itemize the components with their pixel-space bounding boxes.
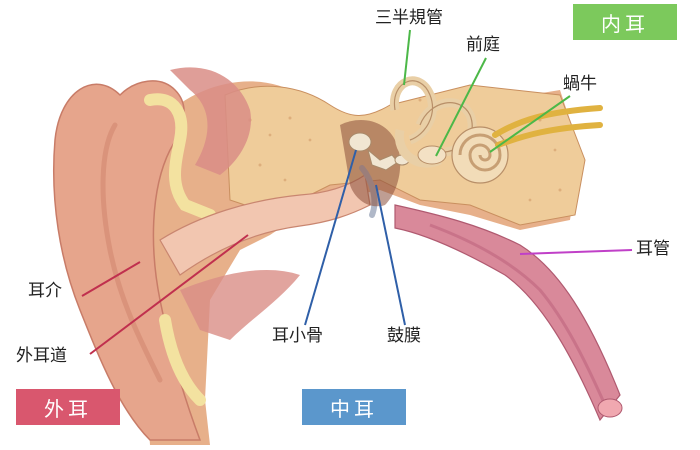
label-ossicles: 耳小骨 [272, 326, 323, 346]
eustachian-tube-shape [394, 204, 621, 422]
muscle-tissue-lower [180, 270, 300, 340]
leader-vestibule [435, 57, 487, 157]
leader-ossicles [304, 149, 357, 326]
label-cochlea: 蝸牛 [563, 74, 597, 94]
label-eustachian-tube: 耳管 [636, 239, 670, 259]
cartilage [144, 93, 216, 221]
label-semicircular-canals: 三半規管 [375, 8, 443, 28]
leader-auricle [81, 261, 141, 297]
leader-semicircular [403, 29, 411, 86]
leader-cochlea [489, 95, 571, 153]
muscle-tissue [170, 67, 251, 175]
middle-ear-badge: 中耳 [302, 389, 406, 425]
eustachian-tube-opening [597, 398, 623, 418]
eustachian-tube-inner [429, 223, 607, 406]
auditory-nerve [492, 105, 603, 148]
label-ear-canal: 外耳道 [16, 346, 67, 366]
leader-canal [89, 234, 249, 355]
cartilage-lower [159, 314, 206, 406]
vestibule-shape [417, 145, 447, 165]
label-auricle: 耳介 [28, 281, 62, 301]
leader-eustachian [519, 249, 633, 255]
outer-ear-badge: 外耳 [16, 389, 120, 425]
auricle-fold [100, 122, 163, 383]
label-vestibule: 前庭 [466, 35, 500, 55]
cochlea-shape [451, 126, 509, 184]
leader-eardrum [375, 184, 406, 326]
label-eardrum: 鼓膜 [387, 326, 421, 346]
inner-ear-badge: 内耳 [573, 4, 677, 40]
